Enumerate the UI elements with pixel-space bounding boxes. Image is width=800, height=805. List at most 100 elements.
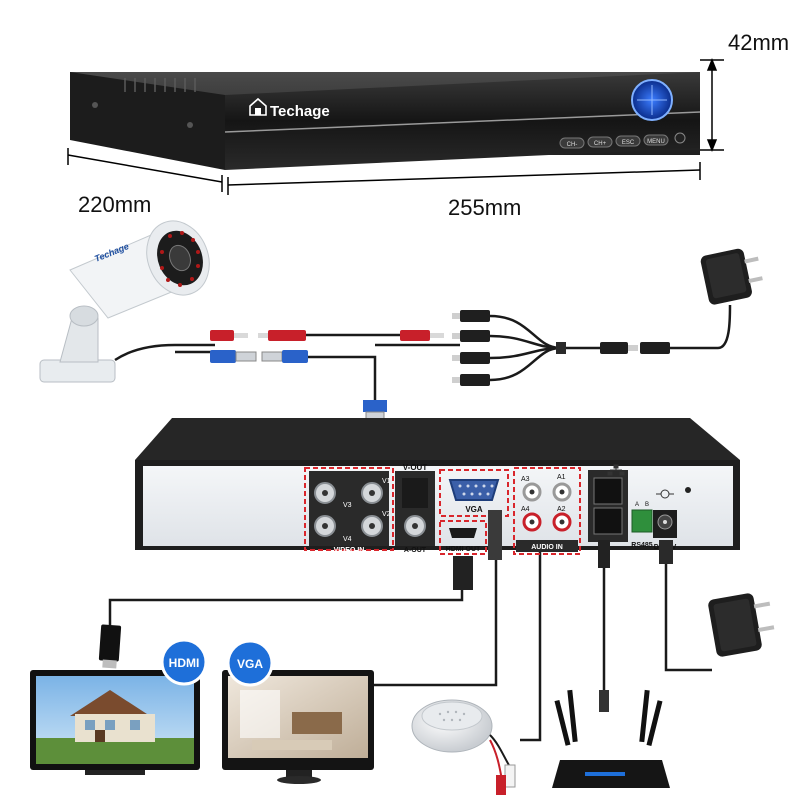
depth-label: 220mm [78,192,151,217]
hdmi-plug-icon [102,659,117,669]
dvr-rear-top [135,418,740,460]
dc-cable-plug [659,540,673,564]
ir-led-icons [160,231,200,287]
audio-microphone [411,699,516,795]
vga-label: VGA [465,505,483,514]
router-antenna-icon [567,689,578,743]
dc-plug-connector [640,342,670,354]
adapter-pin-icon [757,625,775,633]
video-channel-label: V4 [343,536,352,543]
router-antenna-icon [639,689,650,743]
hdmi-cable-plug [453,556,473,590]
hdmi-monitor [30,670,200,775]
audio-channel-label: A1 [557,474,566,481]
monitor-stand [277,776,321,784]
dimension-width [227,162,701,195]
v-out-port [402,478,428,508]
vga-port-icon [448,479,500,501]
hdmi-plug-end [98,624,122,669]
hdmi-out-label: HDMI OUT [446,546,481,553]
height-label: 42mm [728,30,789,55]
ethernet-plug-icon [599,690,609,712]
dvr-side-surface [70,72,225,170]
rs485-pin-label: B [645,502,649,508]
adapter-pin-icon [753,601,771,609]
front-button-esc [615,135,641,147]
rs485-pin-label: A [635,502,639,508]
dvr-rear-panel [143,466,733,546]
router-antenna-icon [646,700,663,747]
bullet-camera: Techage [39,220,210,383]
usb-port-icon [593,507,623,535]
camera-lens-icon [169,244,191,272]
rca-audio-ports [522,482,572,532]
dvr-rear-unit: V3 V1 V4 V2 VIDEO IN V-OUT A-OUT VGA HDM… [135,418,740,590]
audio-channel-label: A4 [521,506,530,513]
dc-jack-connector [600,342,628,354]
brand-name: Techage [270,103,330,120]
front-panel-accent-line [224,111,701,133]
adapter-pin-icon [748,276,763,284]
v-out-label: V-OUT [403,463,428,472]
front-button-menu [643,134,669,146]
video-channel-label: V1 [382,478,391,485]
hdmi-port-icon [449,528,477,538]
dc-plug-connector [460,352,490,364]
bnc-video-ports [314,482,383,537]
ethernet-port-icon [593,477,623,505]
a-out-label: A-OUT [404,547,427,554]
ground-screw-icon [685,487,691,493]
power-splitter [452,310,670,386]
adapter-pin-icon [744,256,759,264]
bnc-blue-connector [282,350,308,363]
dimension-height [700,57,724,153]
rca-red-plug-icon [496,775,506,795]
front-button-ch-minus [559,137,585,149]
vga-monitor [222,670,374,784]
screw-icon [92,102,98,108]
ethernet-cable-plug [598,540,610,568]
hdmi-badge-label: HDMI [169,656,200,670]
dc-plug-connector [460,310,490,322]
power-adapter-top [700,248,763,305]
dc-plug-connector [460,330,490,342]
audio-channel-label: A2 [557,506,566,513]
network-router [552,689,670,788]
rs485-label: RS485 [631,542,653,549]
vent-grille [124,78,196,92]
power-led-icon [674,132,686,144]
rca-red-connector [268,330,306,341]
bnc-blue-connector [363,400,387,412]
vga-badge: VGA [226,639,274,687]
dvr-front-unit: Techage CH- CH+ ESC MENU [70,72,701,170]
brand-logo-icon [249,97,267,116]
video-channel-label: V3 [343,502,352,509]
front-button-row: CH- CH+ ESC MENU [559,132,686,149]
video-channel-label: V2 [382,511,391,518]
network-icon [607,464,625,476]
router-antenna-icon [554,699,571,746]
rca-plug-icon [504,764,516,788]
rca-red-connector [210,330,234,341]
screw-icon [187,122,193,128]
camera-mount-base [39,359,116,383]
front-button-ch-plus [587,136,613,148]
audio-channel-label: A3 [521,476,530,483]
front-button-label: CH+ [594,141,607,147]
video-in-highlight [304,467,394,551]
vga-badge-label: VGA [237,657,263,671]
audio-in-highlight [513,467,581,555]
video-in-label: VIDEO IN [334,547,365,554]
front-button-label: ESC [622,140,635,146]
rca-red-connector [400,330,430,341]
vga-highlight [439,469,509,517]
bnc-blue-connector [210,350,236,363]
cable-lines [108,304,732,742]
hdmi-badge: HDMI [160,638,208,686]
vga-cable-plug [488,510,502,560]
dc-plug-connector [460,374,490,386]
audio-in-label: AUDIO IN [531,544,563,551]
power-adapter-bottom [708,593,775,657]
